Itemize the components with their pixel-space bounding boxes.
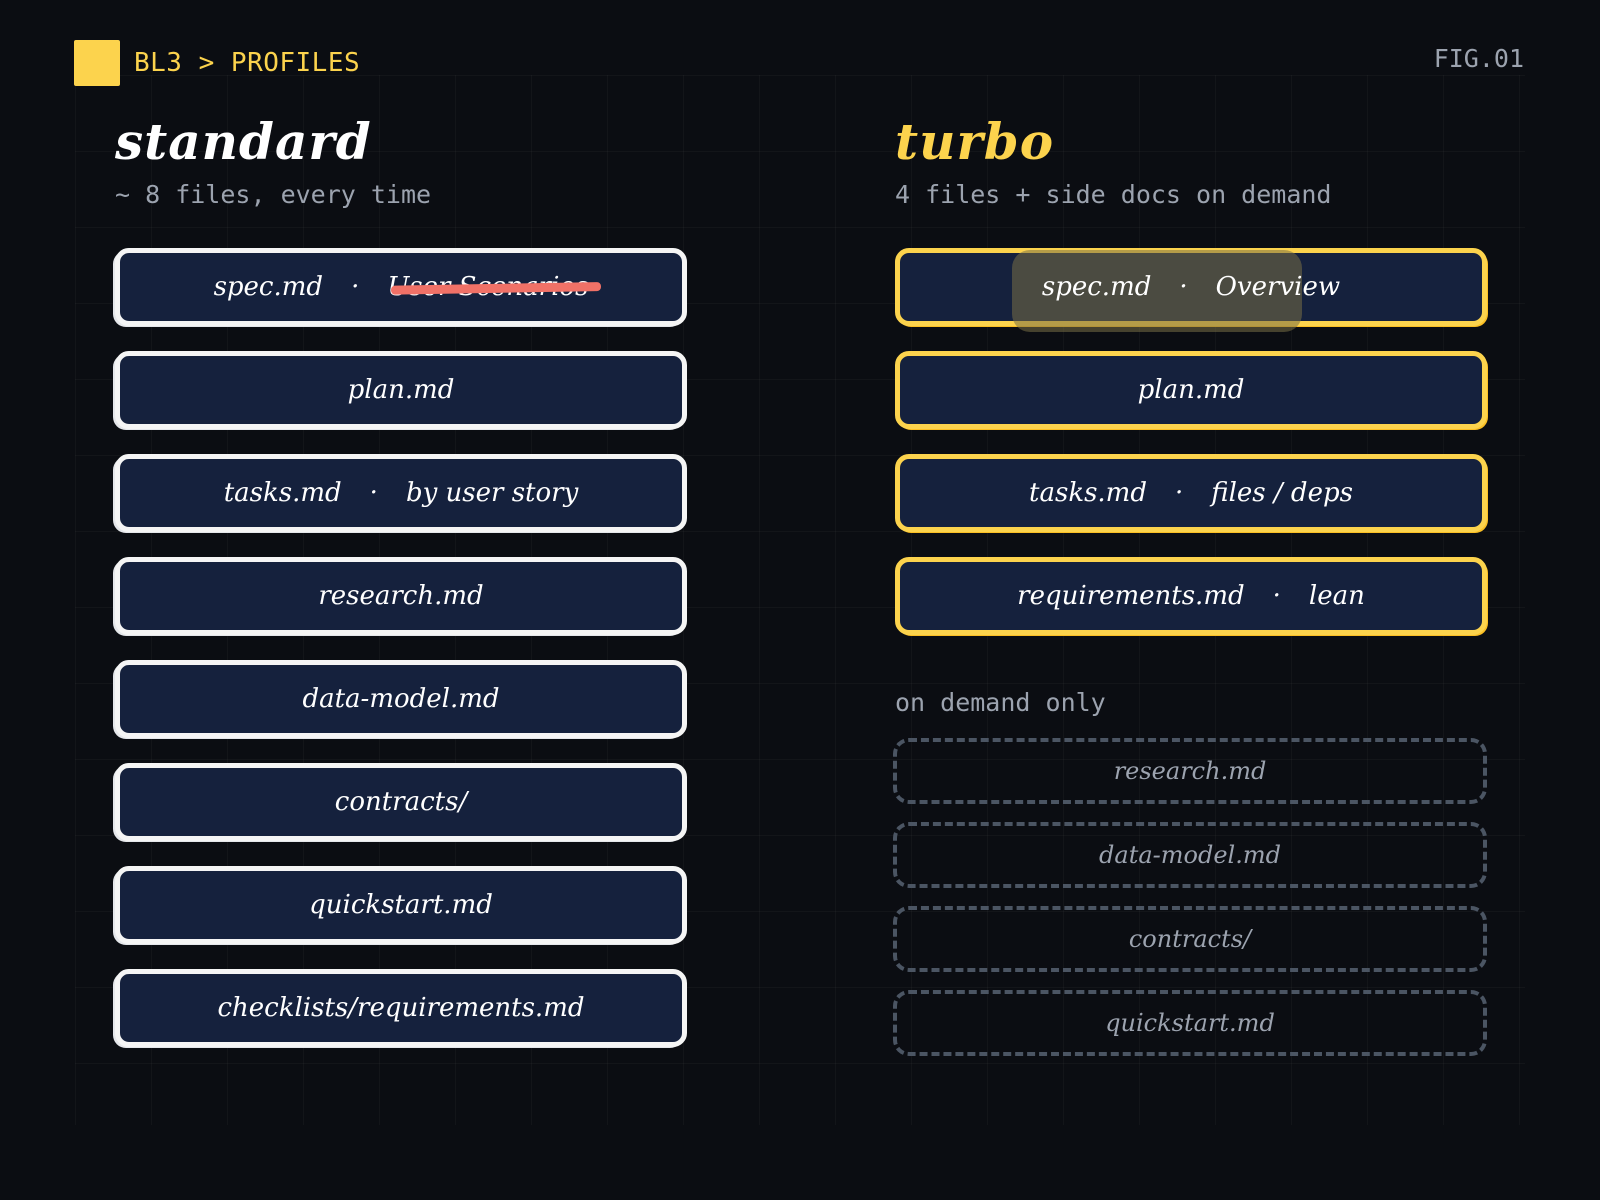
separator-dot: · <box>369 478 378 508</box>
file-name: tasks.md <box>1029 478 1147 508</box>
file-card-checklists: checklists/requirements.md <box>115 969 687 1047</box>
file-name: quickstart.md <box>309 890 493 920</box>
file-card-quickstart: quickstart.md <box>115 866 687 944</box>
separator-dot: · <box>351 272 360 302</box>
file-note: files / deps <box>1211 478 1353 508</box>
file-card-requirements: requirements.md · lean <box>895 557 1487 635</box>
file-card-spec: spec.md · User Scenarios <box>115 248 687 326</box>
file-card-plan: plan.md <box>895 351 1487 429</box>
figure-label: FIG.01 <box>1433 44 1524 73</box>
on-demand-card-quickstart: quickstart.md <box>893 990 1487 1056</box>
standard-subtitle: ~ 8 files, every time <box>115 180 432 209</box>
file-card-research: research.md <box>115 557 687 635</box>
logo-square-icon <box>74 40 120 86</box>
on-demand-card-contracts: contracts/ <box>893 906 1487 972</box>
file-name: data-model.md <box>302 684 500 714</box>
file-name: plan.md <box>1137 375 1245 405</box>
on-demand-card-research: research.md <box>893 738 1487 804</box>
file-name: contracts/ <box>334 787 468 817</box>
file-name: spec.md <box>213 272 324 302</box>
turbo-title: turbo <box>895 112 1055 171</box>
file-name: requirements.md <box>1017 581 1245 611</box>
file-card-spec: spec.md · Overview <box>895 248 1487 332</box>
file-note: lean <box>1308 581 1365 611</box>
on-demand-label: on demand only <box>895 688 1106 717</box>
file-card-data-model: data-model.md <box>115 660 687 738</box>
file-name: checklists/requirements.md <box>217 993 585 1023</box>
file-note: by user story <box>405 478 579 508</box>
file-name: plan.md <box>347 375 455 405</box>
standard-file-list: spec.md · User Scenarios plan.md tasks.m… <box>115 248 687 1072</box>
header: BL3 > PROFILES <box>74 40 360 86</box>
separator-dot: · <box>1179 272 1188 302</box>
struck-note: User Scenarios <box>387 272 602 302</box>
file-card-contracts: contracts/ <box>115 763 687 841</box>
file-card-tasks: tasks.md · by user story <box>115 454 687 532</box>
turbo-file-list: spec.md · Overview plan.md tasks.md · fi… <box>895 248 1487 660</box>
highlight-background <box>1011 250 1302 332</box>
highlight-mark: spec.md · Overview <box>1011 250 1341 332</box>
standard-title: standard <box>115 112 372 171</box>
file-card-plan: plan.md <box>115 351 687 429</box>
file-name: spec.md <box>1041 272 1152 302</box>
file-note: Overview <box>1215 272 1341 302</box>
separator-dot: · <box>1174 478 1184 508</box>
file-name: research.md <box>318 581 484 611</box>
breadcrumb: BL3 > PROFILES <box>134 48 361 78</box>
separator-dot: · <box>1272 581 1281 611</box>
turbo-subtitle: 4 files + side docs on demand <box>895 180 1332 209</box>
on-demand-card-data-model: data-model.md <box>893 822 1487 888</box>
file-name: tasks.md <box>223 478 342 508</box>
file-card-tasks: tasks.md · files / deps <box>895 454 1487 532</box>
on-demand-list: research.md data-model.md contracts/ qui… <box>893 738 1487 1074</box>
